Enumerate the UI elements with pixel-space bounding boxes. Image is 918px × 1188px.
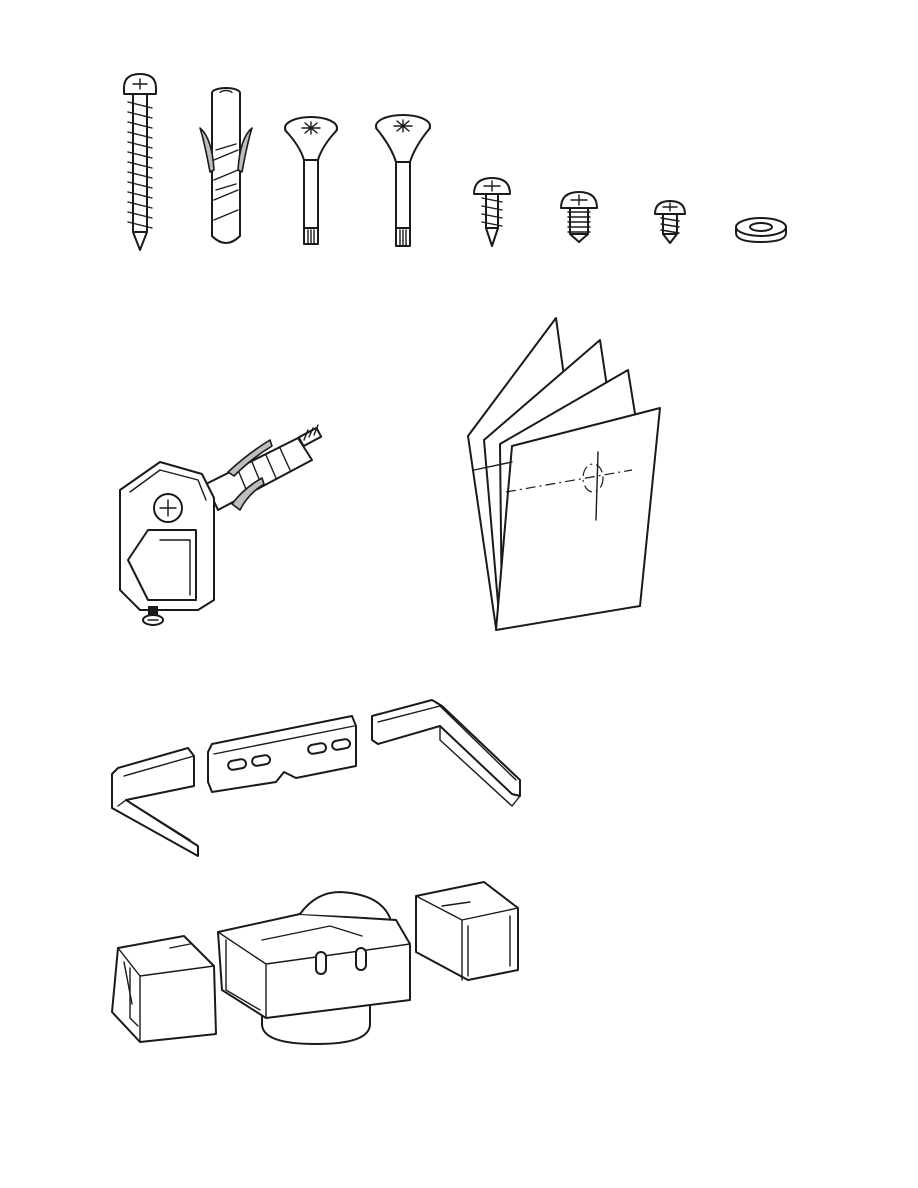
small-self-tapping-screw xyxy=(655,201,685,243)
wood-screw-pan-head xyxy=(124,74,156,250)
drilling-template xyxy=(468,318,660,630)
machine-screw-short xyxy=(561,192,597,242)
wall-bracket-with-anchor xyxy=(120,425,321,625)
duct-connector-set xyxy=(112,882,518,1044)
countersunk-screw-long xyxy=(376,115,430,246)
wall-plug xyxy=(200,88,252,243)
self-tapping-screw xyxy=(474,178,510,246)
countersunk-screw-short xyxy=(285,117,337,244)
flat-washer xyxy=(736,218,786,242)
frame-rail-set xyxy=(112,700,520,856)
